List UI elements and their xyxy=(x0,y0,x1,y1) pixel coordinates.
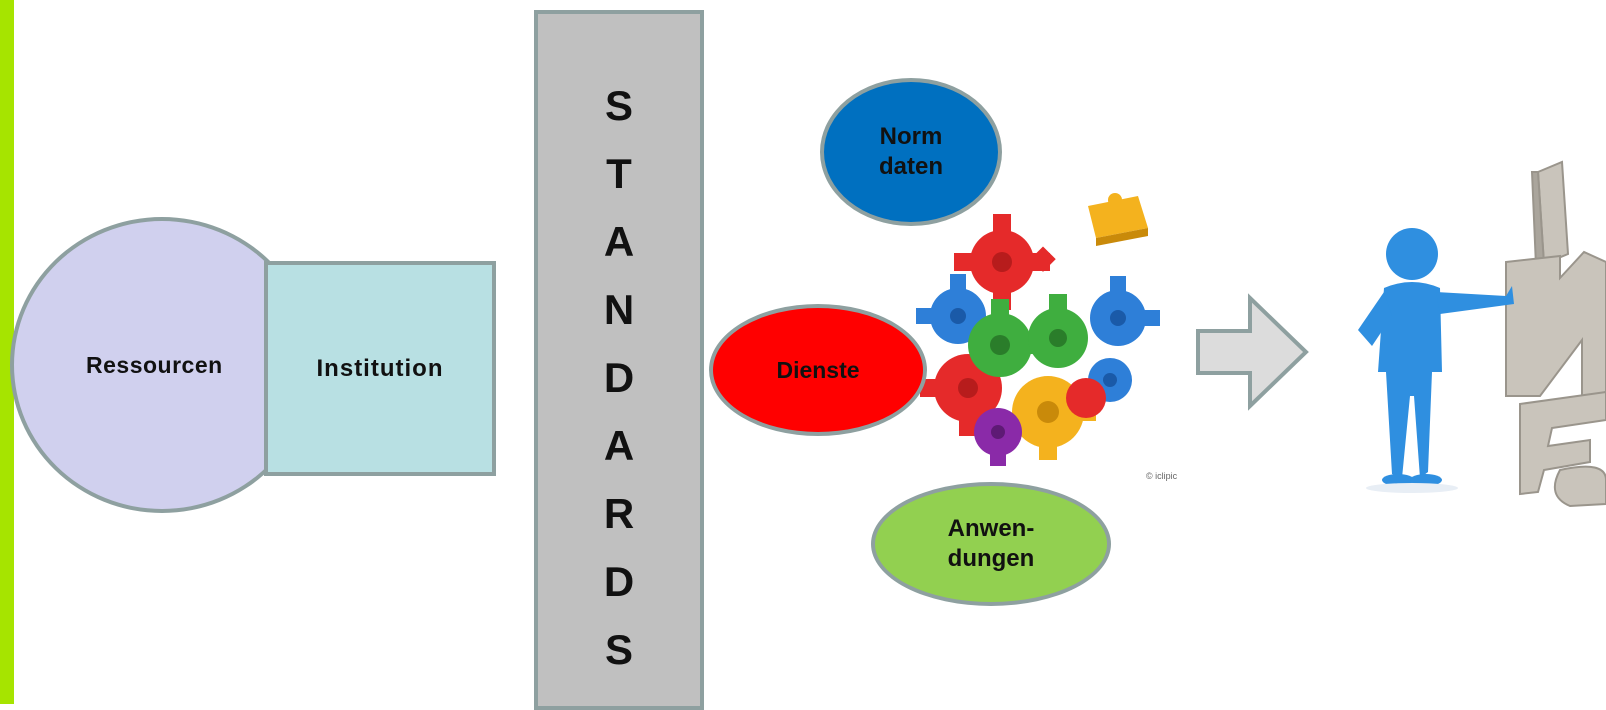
institution-label: Institution xyxy=(316,354,444,382)
standards-letter: S xyxy=(604,626,633,673)
standards-letter: R xyxy=(603,490,635,537)
standards-letter: N xyxy=(603,286,635,333)
norm-daten-oval: Norm daten xyxy=(820,78,1002,226)
standards-bar: S T A N D A R D S xyxy=(534,10,704,710)
person-info-image xyxy=(1358,160,1606,508)
anwendungen-label: Anwen- dungen xyxy=(947,515,1035,572)
standards-letter: D xyxy=(603,354,635,401)
standards-letter: D xyxy=(603,558,635,605)
standards-letter: A xyxy=(603,422,635,469)
anwendungen-oval: Anwen- dungen xyxy=(871,482,1111,606)
norm-daten-label: Norm daten xyxy=(878,123,943,180)
image-credit: © iclipic xyxy=(1146,471,1178,481)
right-arrow-icon xyxy=(1196,293,1309,411)
puzzle-gears-image xyxy=(916,193,1160,466)
dienste-label: Dienste xyxy=(776,357,860,383)
standards-letter: T xyxy=(606,150,632,197)
institution-box: Institution xyxy=(264,261,496,476)
standards-letter: S xyxy=(604,82,633,129)
standards-letter: A xyxy=(603,218,635,265)
accent-bar xyxy=(0,0,14,704)
dienste-oval: Dienste xyxy=(709,304,927,436)
ressourcen-label: Ressourcen xyxy=(86,351,223,378)
